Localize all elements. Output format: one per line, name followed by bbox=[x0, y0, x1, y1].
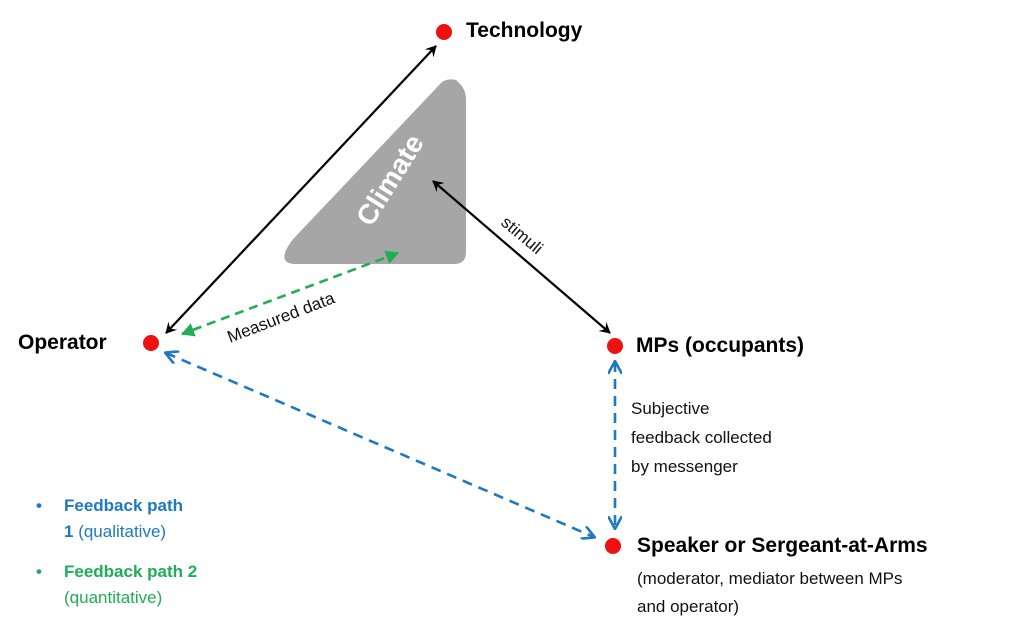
node-label-speaker: Speaker or Sergeant-at-Arms bbox=[637, 534, 928, 557]
legend-qualifier: (qualitative) bbox=[73, 522, 167, 541]
speaker-description-line2: and operator) bbox=[637, 597, 739, 616]
legend: • Feedback path 1 (qualitative) • Feedba… bbox=[30, 493, 197, 625]
node-mps: MPs (occupants) bbox=[607, 334, 804, 357]
climate-shape: Climate bbox=[284, 79, 466, 264]
node-label-technology: Technology bbox=[466, 19, 583, 42]
speaker-description-line1: (moderator, mediator between MPs bbox=[637, 569, 903, 588]
legend-bullet: • bbox=[36, 562, 42, 581]
edge-operator-speaker bbox=[166, 353, 594, 537]
legend-title: Feedback path bbox=[64, 496, 184, 515]
legend-title-number: 1 bbox=[64, 522, 74, 541]
node-dot-mps bbox=[607, 338, 623, 354]
subjective-feedback-line3: by messenger bbox=[631, 457, 738, 476]
node-operator: Operator bbox=[18, 331, 159, 354]
legend-bullet: • bbox=[36, 496, 42, 515]
legend-item-feedback-path-2: • Feedback path 2 (quantitative) bbox=[30, 559, 197, 611]
edge-stimuli bbox=[432, 180, 611, 334]
legend-title: Feedback path 2 bbox=[64, 562, 198, 581]
node-dot-technology bbox=[436, 24, 452, 40]
node-label-mps: MPs (occupants) bbox=[636, 334, 804, 357]
node-dot-speaker bbox=[605, 538, 621, 554]
node-technology: Technology bbox=[436, 19, 583, 42]
node-dot-operator bbox=[143, 335, 159, 351]
legend-qualifier: (quantitative) bbox=[64, 588, 163, 607]
stimuli-label: stimuli bbox=[497, 213, 546, 259]
node-speaker: Speaker or Sergeant-at-Arms (moderator, … bbox=[605, 534, 928, 616]
climate-triangle bbox=[284, 79, 466, 264]
node-label-operator: Operator bbox=[18, 331, 107, 354]
edge-measured-data bbox=[181, 250, 399, 337]
legend-item-feedback-path-1: • Feedback path 1 (qualitative) bbox=[30, 493, 197, 545]
subjective-feedback-line1: Subjective bbox=[631, 399, 709, 418]
subjective-feedback-line2: feedback collected bbox=[631, 428, 772, 447]
